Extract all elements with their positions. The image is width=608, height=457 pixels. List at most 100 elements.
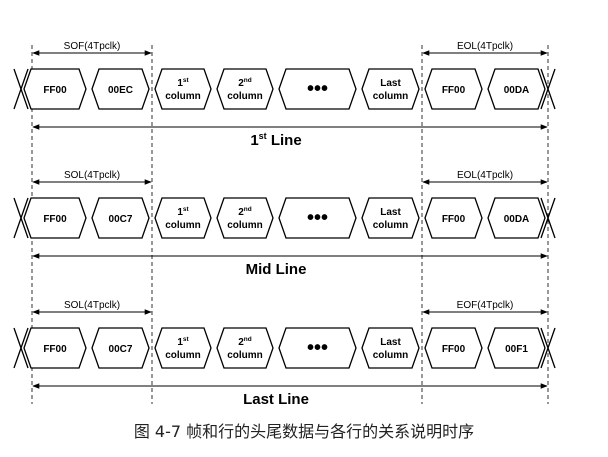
start-span-label: SOL(4Tpclk) <box>64 300 120 311</box>
cell-outline <box>216 327 274 369</box>
column-number: 1st <box>177 77 189 89</box>
cell-value: 00DA <box>504 85 530 96</box>
data-cell-2: 00EC <box>91 68 150 110</box>
cell-value: FF00 <box>442 214 466 225</box>
cell-outline <box>154 197 212 239</box>
last-label: Last <box>380 207 401 218</box>
data-cell-8: 00DA <box>487 68 546 110</box>
data-cell-4: 2nd column <box>216 68 274 110</box>
line-label: 1st Line <box>250 131 301 149</box>
cell-outline <box>424 68 483 110</box>
left-bus-crossing <box>13 327 29 369</box>
start-span-label: SOF(4Tpclk) <box>64 41 121 52</box>
cell-outline <box>278 327 357 369</box>
data-cell-4: 2nd column <box>216 327 274 369</box>
cell-value: FF00 <box>442 344 466 355</box>
cell-outline <box>361 68 420 110</box>
cell-outline <box>424 197 483 239</box>
data-cell-5: ••• <box>278 327 357 369</box>
ellipsis-dots: ••• <box>307 337 328 359</box>
cell-value: FF00 <box>442 85 466 96</box>
right-bus-crossing <box>540 197 556 239</box>
cell-outline <box>487 327 546 369</box>
end-span-label: EOF(4Tpclk) <box>457 300 514 311</box>
data-cell-4: 2nd column <box>216 197 274 239</box>
data-cell-3: 1st column <box>154 327 212 369</box>
data-cell-6: Last column <box>361 327 420 369</box>
cell-outline <box>91 197 150 239</box>
cell-outline <box>487 197 546 239</box>
right-bus-crossing <box>540 68 556 110</box>
left-bus-crossing <box>13 68 29 110</box>
cell-value: FF00 <box>43 344 67 355</box>
cell-outline <box>278 197 357 239</box>
cell-outline <box>154 68 212 110</box>
cell-value: 00DA <box>504 214 530 225</box>
last-label: Last <box>380 78 401 89</box>
column-word: column <box>165 220 201 231</box>
end-span-label: EOL(4Tpclk) <box>457 170 513 181</box>
column-word: column <box>227 220 263 231</box>
ellipsis-dots: ••• <box>307 207 328 229</box>
line-label: Last Line <box>243 391 309 408</box>
cell-outline <box>487 68 546 110</box>
data-cell-8: 00F1 <box>487 327 546 369</box>
column-number: 2nd <box>238 336 252 348</box>
data-cell-5: ••• <box>278 197 357 239</box>
data-cell-3: 1st column <box>154 197 212 239</box>
column-number: 1st <box>177 336 189 348</box>
column-number: 2nd <box>238 77 252 89</box>
cell-outline <box>91 68 150 110</box>
column-word: column <box>373 350 409 361</box>
data-cell-2: 00C7 <box>91 327 150 369</box>
start-span-label: SOL(4Tpclk) <box>64 170 120 181</box>
data-cell-8: 00DA <box>487 197 546 239</box>
cell-outline <box>424 327 483 369</box>
cell-outline <box>216 68 274 110</box>
data-cell-7: FF00 <box>424 68 483 110</box>
data-cell-6: Last column <box>361 68 420 110</box>
left-bus-crossing <box>13 197 29 239</box>
column-word: column <box>165 350 201 361</box>
cell-outline <box>23 197 87 239</box>
cell-outline <box>91 327 150 369</box>
cell-value: FF00 <box>43 214 67 225</box>
cell-value: 00C7 <box>109 214 133 225</box>
column-word: column <box>373 220 409 231</box>
data-cell-1: FF00 <box>23 197 87 239</box>
data-cell-1: FF00 <box>23 327 87 369</box>
line-label: Mid Line <box>246 261 307 278</box>
cell-outline <box>216 197 274 239</box>
column-word: column <box>373 91 409 102</box>
last-label: Last <box>380 337 401 348</box>
data-cell-7: FF00 <box>424 197 483 239</box>
data-cell-5: ••• <box>278 68 357 110</box>
figure-caption: 图 4-7 帧和行的头尾数据与各行的关系说明时序 <box>133 422 475 441</box>
cell-outline <box>154 327 212 369</box>
data-cell-1: FF00 <box>23 68 87 110</box>
column-word: column <box>165 91 201 102</box>
cell-outline <box>23 327 87 369</box>
cell-value: 00F1 <box>505 344 528 355</box>
column-number: 2nd <box>238 206 252 218</box>
column-number: 1st <box>177 206 189 218</box>
column-word: column <box>227 91 263 102</box>
cell-value: 00EC <box>108 85 133 96</box>
data-cell-2: 00C7 <box>91 197 150 239</box>
cell-outline <box>278 68 357 110</box>
right-bus-crossing <box>540 327 556 369</box>
cell-outline <box>361 327 420 369</box>
cell-outline <box>361 197 420 239</box>
data-cell-3: 1st column <box>154 68 212 110</box>
data-cell-6: Last column <box>361 197 420 239</box>
data-cell-7: FF00 <box>424 327 483 369</box>
end-span-label: EOL(4Tpclk) <box>457 41 513 52</box>
cell-value: FF00 <box>43 85 67 96</box>
cell-value: 00C7 <box>109 344 133 355</box>
column-word: column <box>227 350 263 361</box>
cell-outline <box>23 68 87 110</box>
